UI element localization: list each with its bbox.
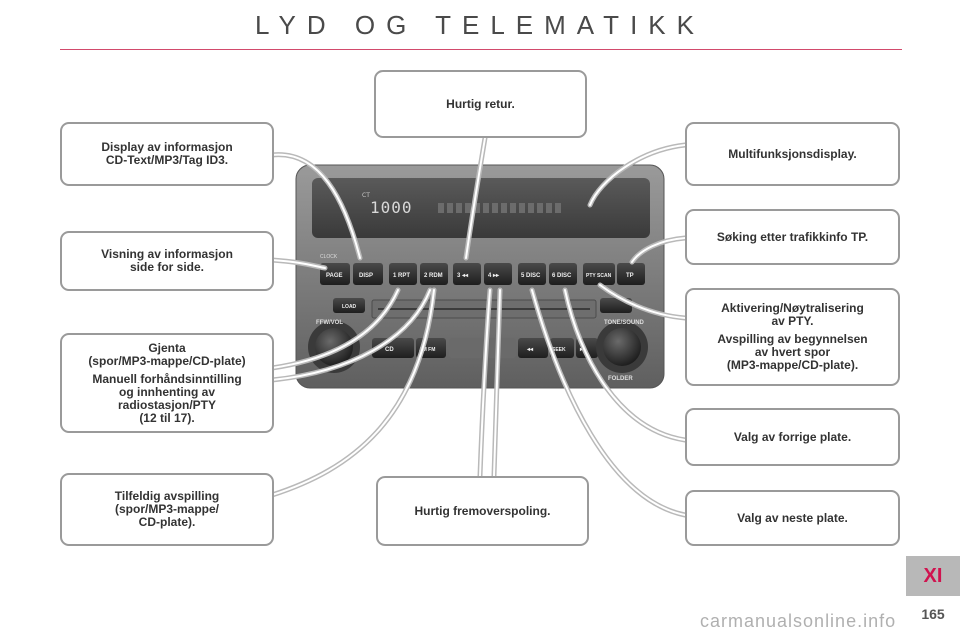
- rdm-button: [420, 263, 448, 285]
- blank-button-2: [486, 338, 516, 358]
- prev-button: [518, 338, 548, 358]
- display-segments: [438, 203, 561, 213]
- tp-button: [617, 263, 645, 285]
- label-folder: FOLDER: [608, 376, 633, 382]
- svg-text:2 RDM: 2 RDM: [424, 273, 443, 279]
- callout-multifunksjonsdisplay: Multifunksjonsdisplay.: [685, 122, 900, 186]
- tone-knob: [603, 328, 641, 366]
- page-title: LYD OG TELEMATIKK: [255, 10, 705, 40]
- callout-hurtig-frem: Hurtig fremoverspoling.: [376, 476, 589, 546]
- callout-soking-tp: Søking etter trafikkinfo TP.: [685, 209, 900, 265]
- svg-text:◂◂: ◂◂: [526, 347, 534, 353]
- callout-visning-info: Visning av informasjon side for side.: [60, 231, 274, 291]
- seek-button: [550, 338, 574, 358]
- radio-display: [312, 178, 650, 238]
- display-clock: 1000: [370, 198, 413, 217]
- rpt-button: [389, 263, 417, 285]
- display-ct: CT: [362, 192, 370, 199]
- page-button: [320, 263, 350, 285]
- callout-hurtig-retur: Hurtig retur.: [374, 70, 587, 138]
- svg-text:1 RPT: 1 RPT: [393, 273, 410, 279]
- svg-text:5 DISC: 5 DISC: [521, 273, 541, 279]
- callout-valg-neste: Valg av neste plate.: [685, 490, 900, 546]
- callout-tilfeldig: Tilfeldig avspilling (spor/MP3-mappe/ CD…: [60, 473, 274, 546]
- svg-text:3 ◂◂: 3 ◂◂: [457, 273, 469, 279]
- watermark: carmanualsonline.info: [700, 611, 897, 631]
- rewind-button: [453, 263, 481, 285]
- title-divider: [60, 49, 902, 50]
- label-load: LOAD: [342, 304, 357, 310]
- callout-gjenta-manuell: Gjenta (spor/MP3-mappe/CD-plate) Manuell…: [60, 333, 274, 433]
- svg-text:6 DISC: 6 DISC: [552, 273, 572, 279]
- svg-text:DISP: DISP: [359, 273, 373, 279]
- disc-next-button: [549, 263, 577, 285]
- callout-valg-forrige: Valg av forrige plate.: [685, 408, 900, 466]
- svg-text:PTY SCAN: PTY SCAN: [586, 273, 612, 279]
- svg-text:4 ▸▸: 4 ▸▸: [488, 273, 500, 279]
- label-ffw: FFW/VOL: [316, 320, 343, 326]
- load-button: [333, 298, 365, 313]
- blank-button: [449, 338, 483, 358]
- label-clock: CLOCK: [320, 254, 338, 260]
- top-button-row: PAGE DISP 1 RPT 2 RDM 3 ◂◂ 4 ▸▸ 5 DISC 6…: [320, 263, 645, 285]
- forward-button: [484, 263, 512, 285]
- callout-display-info: Display av informasjon CD-Text/MP3/Tag I…: [60, 122, 274, 186]
- svg-text:AM FM: AM FM: [419, 347, 435, 353]
- svg-text:PAGE: PAGE: [326, 273, 343, 279]
- disc-prev-button: [518, 263, 546, 285]
- disp-button: [353, 263, 383, 285]
- svg-text:SEEK: SEEK: [552, 347, 566, 353]
- chapter-tab: XI: [906, 556, 960, 596]
- svg-text:CD: CD: [385, 347, 394, 353]
- page-number: 165: [921, 606, 945, 622]
- callout-aktivering-pty: Aktivering/Nøytralisering av PTY. Avspil…: [685, 288, 900, 386]
- svg-text:TP: TP: [626, 273, 634, 279]
- pty-scan-button: [583, 263, 615, 285]
- label-tone: TONE/SOUND: [604, 320, 645, 326]
